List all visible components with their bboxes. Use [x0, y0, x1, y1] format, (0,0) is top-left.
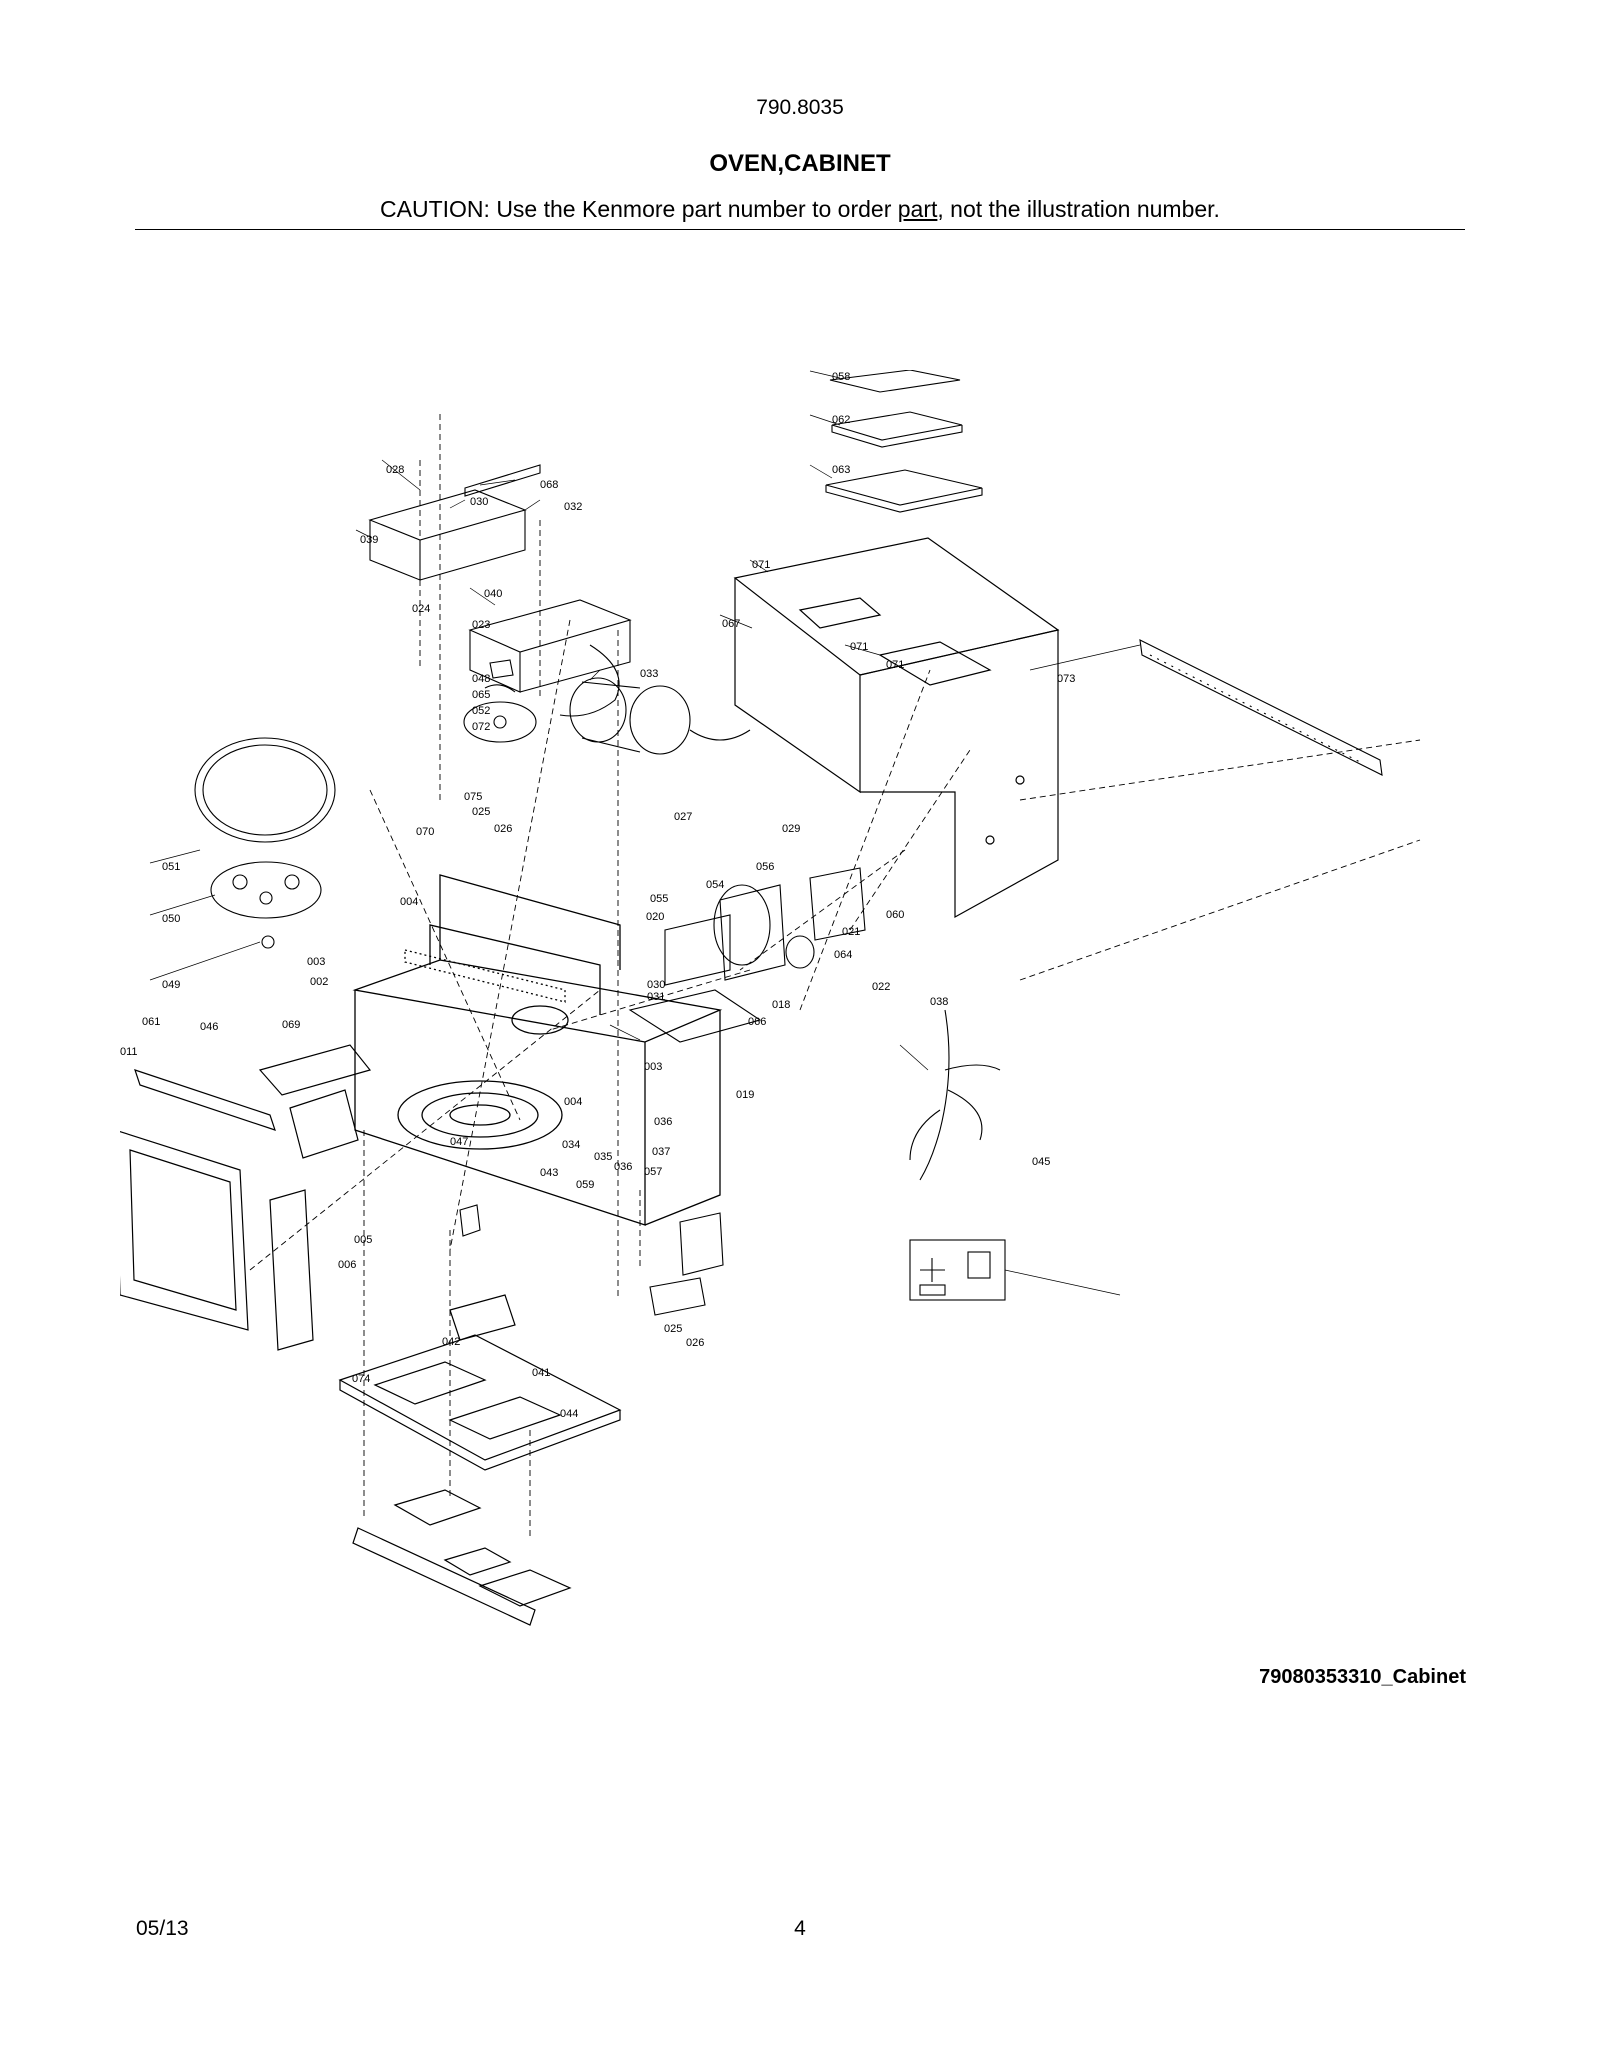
callout-035: 035 — [594, 1151, 612, 1163]
caution-part-link: part — [897, 196, 938, 222]
callout-066: 066 — [748, 1016, 766, 1028]
callout-026: 026 — [494, 823, 512, 835]
vent-cover-parts — [825, 369, 983, 513]
callout-044: 044 — [560, 1408, 578, 1420]
control-box-assembly — [368, 464, 632, 693]
callout-054: 054 — [706, 879, 724, 891]
callout-025: 025 — [664, 1323, 682, 1335]
callout-041: 041 — [532, 1367, 550, 1379]
callout-046: 046 — [200, 1021, 218, 1033]
callout-075: 075 — [464, 791, 482, 803]
callout-004: 004 — [400, 896, 418, 908]
callout-057: 057 — [644, 1166, 662, 1178]
callout-072: 072 — [472, 721, 490, 733]
callout-063: 063 — [832, 464, 850, 476]
callout-042: 042 — [442, 1336, 460, 1348]
callout-033: 033 — [640, 668, 658, 680]
callout-003: 003 — [644, 1061, 662, 1073]
callout-067: 067 — [722, 618, 740, 630]
header-divider — [135, 229, 1465, 230]
callout-070: 070 — [416, 826, 434, 838]
callout-018: 018 — [772, 999, 790, 1011]
callout-029: 029 — [782, 823, 800, 835]
turntable-parts — [194, 659, 537, 949]
callout-069: 069 — [282, 1019, 300, 1031]
callout-021: 021 — [842, 926, 860, 938]
callout-047: 047 — [450, 1136, 468, 1148]
callout-002: 002 — [310, 976, 328, 988]
caution-notice: CAUTION: Use the Kenmore part number to … — [0, 196, 1600, 223]
callout-074: 074 — [352, 1373, 370, 1385]
callout-048: 048 — [472, 673, 490, 685]
callout-056: 056 — [756, 861, 774, 873]
callout-051: 051 — [162, 861, 180, 873]
callout-040: 040 — [484, 588, 502, 600]
blower-motor — [569, 677, 751, 755]
wire-harness — [559, 644, 1001, 1181]
callout-071: 071 — [752, 559, 770, 571]
callout-025: 025 — [472, 806, 490, 818]
callout-026: 026 — [686, 1337, 704, 1349]
callout-004: 004 — [564, 1096, 582, 1108]
electrical-components — [459, 867, 866, 1316]
figure-id: 79080353310_Cabinet — [1259, 1666, 1466, 1688]
callout-labels: 058 062 063 028 068 030 032 039 040 024 … — [120, 371, 1075, 1420]
callout-038: 038 — [930, 996, 948, 1008]
callout-064: 064 — [834, 949, 852, 961]
callout-028: 028 — [386, 464, 404, 476]
callout-019: 019 — [736, 1089, 754, 1101]
callout-036: 036 — [614, 1161, 632, 1173]
callout-027: 027 — [674, 811, 692, 823]
callout-011: 011 — [120, 1046, 138, 1058]
callout-068: 068 — [540, 479, 558, 491]
callout-030: 030 — [470, 496, 488, 508]
callout-050: 050 — [162, 913, 180, 925]
base-plate-and-filters — [338, 1294, 622, 1626]
callout-059: 059 — [576, 1179, 594, 1191]
diagram-svg: 058 062 063 028 068 030 032 039 040 024 … — [114, 369, 1421, 1626]
callout-055: 055 — [650, 893, 668, 905]
callout-037: 037 — [652, 1146, 670, 1158]
model-number: 790.8035 — [756, 96, 844, 119]
oven-cavity — [352, 874, 723, 1226]
callout-071: 071 — [850, 641, 868, 653]
callout-043: 043 — [540, 1167, 558, 1179]
door-assembly — [114, 1044, 372, 1351]
callout-058: 058 — [832, 371, 850, 383]
callout-003: 003 — [307, 956, 325, 968]
callout-049: 049 — [162, 979, 180, 991]
callout-006: 006 — [338, 1259, 356, 1271]
callout-020: 020 — [646, 911, 664, 923]
callout-034: 034 — [562, 1139, 580, 1151]
caution-prefix: CAUTION: Use the Kenmore part number to … — [380, 196, 898, 222]
callout-023: 023 — [472, 619, 490, 631]
callout-060: 060 — [886, 909, 904, 921]
callout-062: 062 — [832, 414, 850, 426]
footer-date: 05/13 — [136, 1917, 189, 1940]
callout-061: 061 — [142, 1016, 160, 1028]
outer-cabinet — [733, 537, 1060, 919]
page-title: OVEN,CABINET — [709, 150, 891, 177]
assembly-guide-lines — [249, 414, 1421, 1540]
callout-022: 022 — [872, 981, 890, 993]
page-number: 4 — [794, 1917, 806, 1940]
callout-036: 036 — [654, 1116, 672, 1128]
callout-031: 031 — [647, 991, 665, 1003]
callout-032: 032 — [564, 501, 582, 513]
callout-045: 045 — [1032, 1156, 1050, 1168]
callout-030: 030 — [647, 979, 665, 991]
callout-052: 052 — [472, 705, 490, 717]
mounting-rail — [1139, 639, 1383, 776]
callout-065: 065 — [472, 689, 490, 701]
exploded-parts-diagram: 058 062 063 028 068 030 032 039 040 024 … — [114, 369, 1480, 1715]
callout-039: 039 — [360, 534, 378, 546]
callout-073: 073 — [1057, 673, 1075, 685]
callout-024: 024 — [412, 603, 430, 615]
callout-leader-lines — [149, 370, 1141, 1296]
caution-suffix: , not the illustration number. — [937, 196, 1220, 222]
callout-005: 005 — [354, 1234, 372, 1246]
callout-071: 071 — [886, 659, 904, 671]
hardware-bag — [909, 1239, 1006, 1301]
